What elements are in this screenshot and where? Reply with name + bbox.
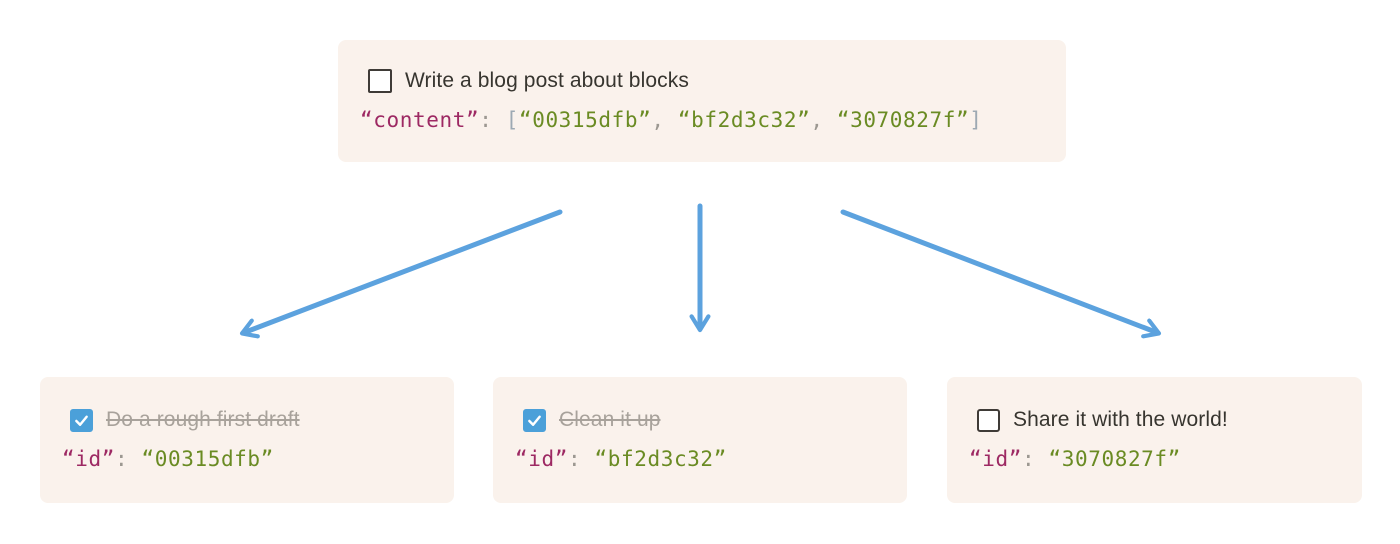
code-token: “00315dfb” bbox=[141, 447, 274, 471]
code-token: “3070827f” bbox=[1048, 447, 1181, 471]
todo-row: Write a blog post about blocks bbox=[368, 68, 1040, 94]
code-token: ] bbox=[969, 108, 983, 132]
todo-row: Do a rough first draft bbox=[70, 407, 428, 433]
code-token: , bbox=[810, 108, 837, 132]
code-line: “id”: “bf2d3c32” bbox=[515, 445, 881, 473]
todo-checkbox[interactable] bbox=[977, 408, 1000, 432]
code-line: “id”: “00315dfb” bbox=[62, 445, 428, 473]
child-todo-block-3: Share it with the world! “id”: “3070827f… bbox=[947, 377, 1362, 503]
code-token: “00315dfb” bbox=[518, 108, 652, 132]
todo-label: Share it with the world! bbox=[1013, 408, 1228, 431]
child-todo-block-2: Clean it up “id”: “bf2d3c32” bbox=[493, 377, 907, 503]
code-line: “id”: “3070827f” bbox=[969, 445, 1336, 473]
code-token: [ bbox=[505, 108, 519, 132]
code-token: “bf2d3c32” bbox=[594, 447, 727, 471]
todo-checkbox[interactable] bbox=[523, 408, 546, 432]
arrow bbox=[840, 209, 1162, 339]
code-token: : bbox=[567, 447, 595, 471]
code-token: “id” bbox=[62, 447, 115, 471]
code-token: : bbox=[479, 108, 506, 132]
todo-label: Do a rough first draft bbox=[106, 408, 300, 431]
todo-label: Write a blog post about blocks bbox=[405, 69, 689, 92]
check-icon bbox=[75, 415, 88, 426]
arrow bbox=[239, 209, 563, 339]
code-line: “content”: [“00315dfb”, “bf2d3c32”, “307… bbox=[360, 106, 1040, 134]
todo-checkbox[interactable] bbox=[368, 69, 392, 93]
code-token: : bbox=[1021, 447, 1049, 471]
code-token: “id” bbox=[515, 447, 568, 471]
todo-label: Clean it up bbox=[559, 408, 661, 431]
todo-row: Clean it up bbox=[523, 407, 881, 433]
child-todo-block-1: Do a rough first draft “id”: “00315dfb” bbox=[40, 377, 454, 503]
code-token: “3070827f” bbox=[836, 108, 970, 132]
code-token: “bf2d3c32” bbox=[677, 108, 811, 132]
todo-checkbox[interactable] bbox=[70, 408, 93, 432]
check-icon bbox=[528, 415, 541, 426]
code-token: “content” bbox=[360, 108, 480, 132]
todo-row: Share it with the world! bbox=[977, 407, 1336, 433]
code-token: : bbox=[114, 447, 142, 471]
parent-todo-block: Write a blog post about blocks “content”… bbox=[338, 40, 1066, 162]
code-token: , bbox=[651, 108, 678, 132]
code-token: “id” bbox=[969, 447, 1022, 471]
